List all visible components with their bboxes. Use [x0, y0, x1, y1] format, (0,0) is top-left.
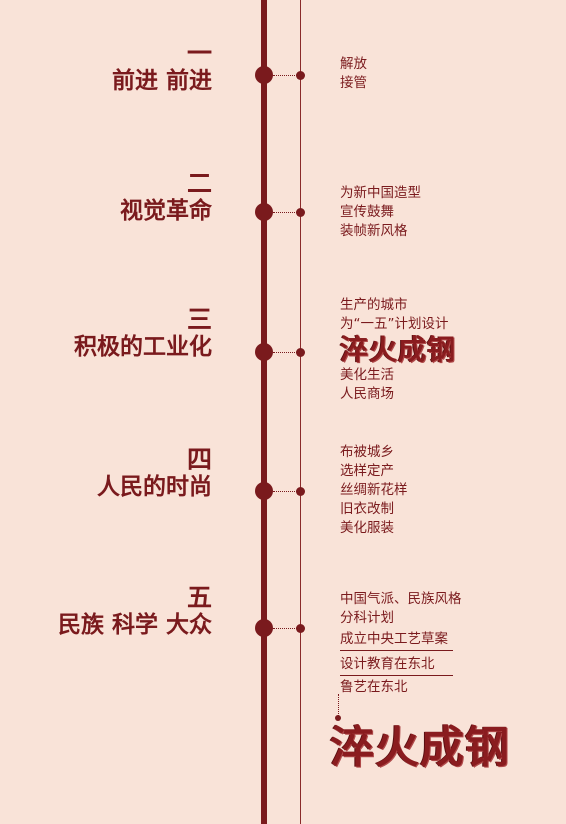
list-item: 接管 — [340, 75, 367, 91]
timeline-secondary-line — [300, 0, 301, 824]
section-numeral: 四 — [186, 445, 212, 474]
list-item: 分科计划 — [340, 610, 394, 626]
section-numeral: 一 — [186, 39, 212, 68]
section-title: 积极的工业化 — [74, 334, 212, 360]
timeline-node — [255, 203, 273, 221]
section-numeral: 二 — [186, 169, 212, 198]
section-items: 生产的城市 为“一五”计划设计 淬火成钢 美化生活 人民商场 — [340, 296, 456, 404]
timeline-connector — [273, 628, 297, 629]
timeline-node — [255, 66, 273, 84]
list-item: 设计教育在东北 — [340, 655, 453, 676]
list-item: 中国气派、民族风格 — [340, 591, 462, 607]
section-title: 人民的时尚 — [97, 474, 212, 500]
section-items: 中国气派、民族风格 分科计划 成立中央工艺草案 设计教育在东北 鲁艺在东北 — [340, 590, 462, 697]
section-title: 前进 前进 — [111, 68, 212, 94]
timeline-connector — [273, 212, 297, 213]
list-item: 为新中国造型 — [340, 185, 421, 201]
section-title: 民族 科学 大众 — [57, 612, 212, 638]
list-item: 宣传鼓舞 — [340, 204, 394, 220]
list-item: 解放 — [340, 56, 367, 72]
list-item: 丝绸新花样 — [340, 482, 408, 498]
timeline-connector — [273, 491, 297, 492]
timeline-main-line — [261, 0, 267, 824]
list-item: 布被城乡 — [340, 444, 394, 460]
section-numeral: 三 — [186, 305, 212, 334]
footer-highlight-heading: 淬火成钢 — [330, 722, 510, 773]
timeline-connector — [273, 75, 297, 76]
list-item: 鲁艺在东北 — [340, 679, 408, 695]
section-items: 布被城乡 选样定产 丝绸新花样 旧衣改制 美化服装 — [340, 443, 408, 538]
list-item: 美化服装 — [340, 520, 394, 536]
list-item: 为“一五”计划设计 — [340, 316, 449, 332]
timeline-subnode — [296, 487, 305, 496]
timeline-subnode — [296, 208, 305, 217]
section-items: 解放 接管 — [340, 55, 367, 93]
timeline-subnode — [296, 624, 305, 633]
list-item: 美化生活 — [340, 367, 394, 383]
section-items: 为新中国造型 宣传鼓舞 装帧新风格 — [340, 184, 421, 241]
timeline-subnode — [296, 348, 305, 357]
list-item: 装帧新风格 — [340, 223, 408, 239]
footer-connector — [338, 694, 339, 720]
timeline-connector — [273, 352, 297, 353]
timeline-node — [255, 482, 273, 500]
footer-connector-dot — [335, 715, 341, 721]
list-item: 人民商场 — [340, 386, 394, 402]
section-title: 视觉革命 — [120, 198, 212, 224]
timeline-node — [255, 619, 273, 637]
list-item: 生产的城市 — [340, 297, 408, 313]
list-item: 选样定产 — [340, 463, 394, 479]
list-item: 旧衣改制 — [340, 501, 394, 517]
list-item: 成立中央工艺草案 — [340, 630, 453, 651]
section-numeral: 五 — [186, 583, 212, 612]
timeline-subnode — [296, 71, 305, 80]
section-highlight-heading: 淬火成钢 — [340, 333, 457, 366]
timeline-node — [255, 343, 273, 361]
